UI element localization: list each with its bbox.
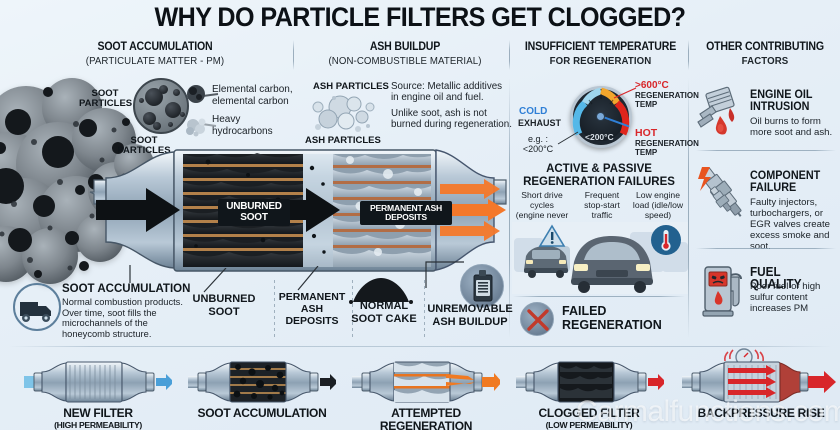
column-header-other: OTHER CONTRIBUTING FACTORS xyxy=(698,41,832,67)
timeline-label-backpressure-rise: BACKPRESSURE RISE xyxy=(697,406,825,420)
failure-cause-stop-start-traffic: Frequent stop-start traffic xyxy=(584,190,620,220)
failure-cause-low-engine-load: Low engine load (idle/low speed) xyxy=(632,190,684,220)
gauge-hot-threshold-sub: REGENERATION TEMP xyxy=(635,91,699,109)
page-title: WHY DO PARTICLE FILTERS GET CLOGGED? xyxy=(154,2,687,32)
leader-gauge-cold xyxy=(557,131,579,145)
regeneration-failures-title: ACTIVE & PASSIVE REGENERATION FAILURES xyxy=(523,163,675,188)
gauge-cold-label: COLD xyxy=(519,106,548,117)
column-header-soot-title: SOOT ACCUMULATION xyxy=(97,41,213,53)
divider-3 xyxy=(688,40,689,70)
column-header-temp-title: INSUFFICIENT TEMPERATURE xyxy=(524,41,677,53)
divider-body-temp xyxy=(509,78,510,338)
leader-gauge-hot-threshold xyxy=(613,87,637,99)
fuel-quality-title: FUEL QUALITY xyxy=(750,265,802,291)
component-failure-body: Faulty injectors, turbochargers, or EGR … xyxy=(750,197,830,252)
gauge-cold-sublabel: EXHAUST xyxy=(518,118,562,128)
timeline-canister-new-filter xyxy=(24,361,172,403)
column-header-temp-subtitle: FOR REGENERATION xyxy=(549,54,652,67)
caption-divider-2 xyxy=(352,280,353,340)
gauge-center-reading: <200°C xyxy=(585,132,614,142)
ash-source-description: Source: Metallic additives in engine oil… xyxy=(391,81,512,131)
soot-particles-cloud-label: SOOT PARTICLES xyxy=(117,135,171,157)
leader-unremovable-ash xyxy=(425,261,464,288)
timeline-label-soot-accumulation: SOOT ACCUMULATION xyxy=(197,406,327,420)
gauge-hot-sub: REGENERATION TEMP xyxy=(635,139,699,157)
timeline-label-clogged-filter: CLOGGED FILTER (LOW PERMEABILITY) xyxy=(538,406,640,430)
traffic-jam-illustration xyxy=(512,222,688,294)
component-failure-title: COMPONENT FAILURE xyxy=(750,170,821,194)
timeline-canister-soot-accumulation xyxy=(188,361,336,403)
soot-particles-magnifier-label: SOOT PARTICLES xyxy=(79,88,133,110)
piston-oil-drop-icon xyxy=(697,86,735,135)
gauge-cold-value: e.g. : <200°C xyxy=(522,134,554,154)
cross-out-icon xyxy=(527,309,549,331)
elemental-carbon-icon xyxy=(187,85,205,103)
divider-body-other xyxy=(688,78,689,338)
fuel-quality-body: Poor fuel or high sulfur content increas… xyxy=(750,281,821,314)
caption-divider-1 xyxy=(274,280,275,340)
column-header-ash-subtitle: (NON-COMBUSTIBLE MATERIAL) xyxy=(328,54,482,67)
column-header-temp: INSUFFICIENT TEMPERATURE FOR REGENERATIO… xyxy=(520,41,681,67)
elemental-carbon-label: Elemental carbon, elemental carbon xyxy=(212,84,293,107)
caption-permanent-ash-deposits: PERMANENT ASH DEPOSITS xyxy=(278,291,346,327)
timeline-canister-clogged-filter xyxy=(516,361,664,403)
soot-accumulation-footer-body: Normal combustion products. Over time, s… xyxy=(62,297,183,339)
other-factors-divider-1 xyxy=(696,150,836,151)
heavy-hydrocarbons-icon xyxy=(186,118,206,137)
chip-unburned-soot: UNBURNED SOOT xyxy=(218,199,290,226)
engine-oil-intrusion-title: ENGINE OIL INTRUSION xyxy=(750,89,813,113)
failed-regeneration-label: FAILED REGENERATION xyxy=(562,304,662,332)
failed-regen-divider xyxy=(513,296,685,297)
column-header-soot: SOOT ACCUMULATION (PARTICULATE MATTER - … xyxy=(40,41,270,67)
caption-normal-soot-cake: NORMAL SOOT CAKE xyxy=(351,300,417,325)
column-header-other-title: OTHER CONTRIBUTING xyxy=(706,41,824,53)
ash-particles-icon xyxy=(312,95,375,132)
gauge-hot-label: HOT xyxy=(635,127,658,139)
column-header-soot-subtitle: (PARTICULATE MATTER - PM) xyxy=(85,54,225,67)
timeline-divider xyxy=(8,346,832,347)
timeline-label-attempted-regeneration: ATTEMPTED REGENERATION xyxy=(379,406,473,430)
oil-can-badge xyxy=(460,264,504,308)
chip-permanent-ash-deposits: PERMANENT ASH DEPOSITS xyxy=(360,201,452,226)
soot-cake-icon xyxy=(349,278,413,304)
ash-particles-label-top: ASH PARTICLES xyxy=(313,81,389,92)
timeline-label-new-filter: NEW FILTER (HIGH PERMEABILITY) xyxy=(54,406,142,430)
caption-unremovable-ash-buildup: UNREMOVABLE ASH BUILDUP xyxy=(427,303,513,328)
soot-particle-magnifier xyxy=(133,78,189,134)
timeline-canister-attempted-regeneration xyxy=(352,361,500,403)
gauge-scale-arc xyxy=(572,87,630,136)
column-header-ash-title: ASH BUILDUP xyxy=(369,41,441,53)
heavy-hydrocarbons-label: Heavy hydrocarbons xyxy=(212,114,273,137)
other-factors-divider-2 xyxy=(696,248,836,249)
leader-permanent-ash xyxy=(297,266,319,291)
divider-1 xyxy=(293,40,294,70)
leader-soot-accumulation xyxy=(129,265,131,283)
failed-regeneration-badge xyxy=(520,302,554,336)
timeline-canister-backpressure-rise xyxy=(682,348,836,403)
divider-2 xyxy=(509,40,510,70)
fuel-pump-icon xyxy=(702,266,742,317)
gauge-hub xyxy=(596,112,605,121)
caption-unburned-soot: UNBURNED SOOT xyxy=(192,293,256,318)
truck-icon xyxy=(13,283,61,331)
caption-divider-3 xyxy=(424,280,425,340)
column-header-other-subtitle: FACTORS xyxy=(741,54,789,67)
spark-plug-icon xyxy=(698,167,742,217)
engine-oil-intrusion-body: Oil burns to form more soot and ash. xyxy=(750,116,833,138)
soot-accumulation-footer-title: SOOT ACCUMULATION xyxy=(62,283,191,295)
oil-can-icon xyxy=(473,270,493,302)
ash-particles-label-bottom: ASH PARTICLES xyxy=(305,135,381,146)
column-header-ash: ASH BUILDUP (NON-COMBUSTIBLE MATERIAL) xyxy=(308,41,501,67)
leader-unburned-soot xyxy=(203,268,227,293)
gauge-hot-threshold: >600°C xyxy=(635,80,669,91)
